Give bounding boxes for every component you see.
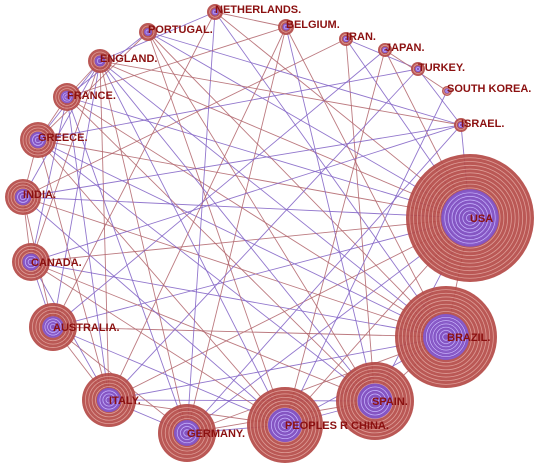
edge-peoples-r-china-england bbox=[99, 60, 286, 426]
edge-germany-israel bbox=[186, 124, 462, 434]
edge-italy-england bbox=[99, 60, 110, 401]
country-labels: USA BRAZIL. SPAIN. PEOPLES R CHINA. GERMANY.… bbox=[23, 4, 531, 440]
node-japan[interactable] bbox=[378, 43, 392, 57]
label-italy: ITALY. bbox=[109, 395, 141, 407]
node-south-korea[interactable] bbox=[442, 86, 452, 96]
edge-brazil-england bbox=[99, 60, 447, 338]
node-france[interactable] bbox=[53, 83, 81, 111]
edge-usa-australia bbox=[52, 217, 471, 328]
edge-spain-canada bbox=[30, 261, 376, 402]
label-england: ENGLAND. bbox=[100, 53, 157, 65]
edge-canada-israel bbox=[30, 124, 462, 263]
node-israel[interactable] bbox=[454, 118, 468, 132]
node-india[interactable] bbox=[5, 179, 41, 215]
label-south-korea: SOUTH KOREA. bbox=[447, 83, 531, 95]
edge-brazil-italy bbox=[108, 336, 447, 401]
edge-brazil-portugal bbox=[147, 31, 447, 338]
edge-turkey-israel bbox=[417, 68, 462, 126]
label-australia: AUSTRALIA. bbox=[53, 322, 120, 334]
edge-brazil-france bbox=[66, 96, 447, 338]
edge-peoples-r-china-india bbox=[22, 196, 286, 426]
edge-greece-turkey bbox=[37, 68, 419, 141]
edge-spain-belgium bbox=[285, 26, 376, 402]
label-netherlands: NETHERLANDS. bbox=[215, 4, 301, 16]
edge-usa-india bbox=[22, 196, 471, 219]
label-iran: IRAN. bbox=[346, 31, 376, 43]
label-usa: USA bbox=[470, 213, 493, 225]
label-france: FRANCE. bbox=[67, 90, 116, 102]
edge-france-belgium bbox=[66, 26, 287, 98]
label-spain: SPAIN. bbox=[372, 396, 408, 408]
node-iran[interactable] bbox=[339, 32, 353, 46]
edge-usa-canada bbox=[30, 217, 471, 263]
edge-usa-greece bbox=[37, 139, 471, 219]
edge-peoples-r-china-south-korea bbox=[284, 90, 448, 426]
edge-peoples-r-china-australia bbox=[52, 326, 286, 426]
edge-portugal-israel bbox=[147, 31, 462, 126]
node-netherlands[interactable] bbox=[207, 4, 223, 20]
edge-australia-netherlands bbox=[52, 11, 216, 328]
edge-germany-netherlands bbox=[186, 11, 216, 434]
edge-usa-france bbox=[66, 96, 471, 219]
node-belgium[interactable] bbox=[278, 19, 294, 35]
node-peoples-r-china[interactable] bbox=[247, 387, 323, 463]
edge-india-israel bbox=[22, 124, 462, 198]
edge-england-netherlands bbox=[99, 11, 216, 62]
edge-germany-belgium bbox=[186, 26, 287, 434]
edge-italy-turkey bbox=[108, 68, 419, 401]
edge-netherlands-belgium bbox=[214, 11, 287, 28]
edge-brazil-india bbox=[22, 196, 447, 338]
node-greece[interactable] bbox=[20, 122, 56, 158]
label-portugal: PORTUGAL. bbox=[148, 24, 213, 36]
edge-brazil-australia bbox=[52, 326, 447, 338]
node-turkey[interactable] bbox=[411, 62, 425, 76]
edge-australia-japan bbox=[52, 49, 386, 328]
edge-brazil-greece bbox=[37, 139, 447, 338]
edge-greece-portugal bbox=[37, 31, 149, 141]
edge-italy-france bbox=[66, 96, 110, 401]
edge-peoples-r-china-japan bbox=[284, 49, 386, 426]
edge-italy-greece bbox=[37, 139, 110, 401]
edge-spain-portugal bbox=[147, 31, 376, 402]
node-italy[interactable] bbox=[82, 373, 136, 427]
label-canada: CANADA. bbox=[31, 257, 82, 269]
country-nodes bbox=[5, 4, 534, 463]
label-india: INDIA. bbox=[23, 189, 56, 201]
node-spain[interactable] bbox=[336, 362, 414, 440]
node-usa[interactable] bbox=[406, 154, 534, 282]
edge-canada-france bbox=[30, 96, 68, 263]
edge-australia-england bbox=[52, 60, 101, 328]
node-brazil[interactable] bbox=[395, 286, 497, 388]
edge-brazil-canada bbox=[30, 261, 447, 338]
edge-peoples-r-china-portugal bbox=[147, 31, 286, 426]
edge-brazil-netherlands bbox=[214, 11, 447, 338]
label-brazil: BRAZIL. bbox=[447, 332, 490, 344]
edge-canada-england bbox=[30, 60, 101, 263]
node-canada[interactable] bbox=[12, 243, 50, 281]
edge-england-israel bbox=[99, 60, 462, 126]
node-germany[interactable] bbox=[158, 404, 216, 462]
edge-peoples-r-china-canada bbox=[30, 261, 286, 426]
edge-spain-england bbox=[99, 60, 376, 402]
edge-brazil-belgium bbox=[285, 26, 447, 338]
edge-usa-england bbox=[99, 60, 471, 219]
label-belgium: BELGIUM. bbox=[286, 19, 340, 31]
edge-germany-england bbox=[99, 60, 188, 434]
edge-spain-italy bbox=[108, 399, 376, 402]
label-peoples-r-china: PEOPLES R CHINA. bbox=[285, 420, 389, 432]
label-germany: GERMANY. bbox=[187, 428, 245, 440]
edge-spain-france bbox=[66, 96, 376, 402]
node-australia[interactable] bbox=[29, 303, 77, 351]
node-england[interactable] bbox=[88, 49, 112, 73]
label-israel: ISRAEL. bbox=[461, 118, 504, 130]
node-portugal[interactable] bbox=[139, 23, 157, 41]
label-turkey: TURKEY. bbox=[418, 62, 465, 74]
edge-spain-iran bbox=[345, 38, 376, 402]
collaboration-edges bbox=[22, 11, 471, 434]
label-japan: JAPAN. bbox=[385, 42, 425, 54]
edge-india-england bbox=[22, 60, 101, 198]
label-greece: GREECE. bbox=[38, 132, 88, 144]
edge-india-iran bbox=[22, 38, 347, 198]
